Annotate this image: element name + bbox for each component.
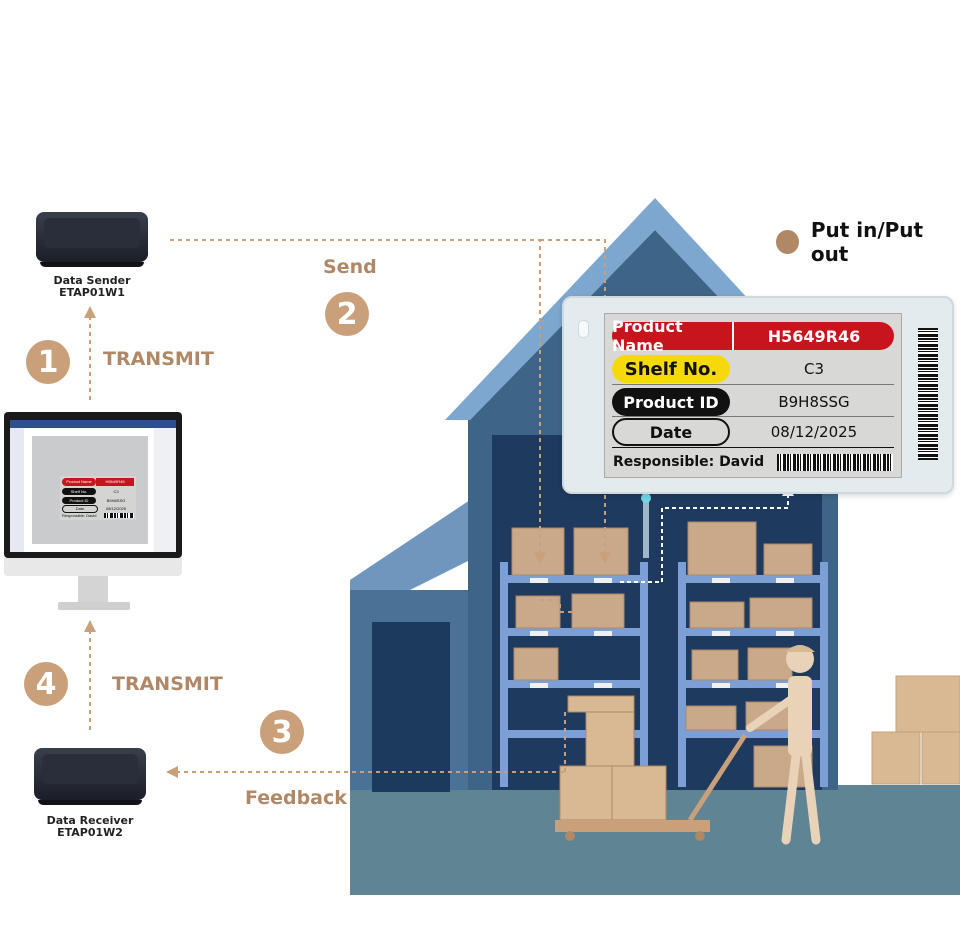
- mini-product-name-value: H5649R46: [96, 478, 134, 486]
- legend-label: Put in/Put out: [810, 218, 924, 266]
- shelf-tags: [530, 578, 794, 688]
- tag-screen: Product Name H5649R46 Shelf No. C3 Produ…: [604, 313, 902, 478]
- tag-row-divider: [732, 322, 734, 350]
- shelf-left: [500, 562, 648, 787]
- tag-row-date: Date 08/12/2025: [612, 418, 894, 446]
- computer-monitor: Product Name H5649R46 Shelf No. C3 Produ…: [4, 412, 182, 612]
- step-4-label: TRANSMIT: [112, 673, 223, 695]
- tag-feedback-line: [620, 494, 789, 583]
- side-building-door: [372, 622, 450, 792]
- tag-barcode-horizontal: [777, 454, 893, 471]
- shelf-no-value: C3: [803, 360, 825, 378]
- tag-row-shelf: Shelf No. C3: [612, 355, 894, 383]
- step-1-label: TRANSMIT: [103, 348, 214, 370]
- product-name-value: H5649R46: [767, 326, 861, 346]
- mini-product-name-label: Product Name: [62, 478, 96, 486]
- data-sender-name: Data Sender: [53, 274, 131, 287]
- tag-row-product-name: Product Name H5649R46: [612, 317, 894, 355]
- monitor-stand: [58, 602, 130, 610]
- data-receiver-device: [34, 748, 146, 806]
- pallet-jack-handle: [687, 733, 748, 822]
- tag-row-product-name-bg: [612, 322, 894, 350]
- mini-barcode: [104, 513, 134, 518]
- step-2-label: Send: [323, 256, 377, 278]
- data-sender-label: Data Sender ETAP01W1: [22, 275, 162, 299]
- mini-responsible: Responsible: David: [62, 513, 97, 518]
- step-4-badge: 4: [24, 662, 68, 706]
- monitor-screen: Product Name H5649R46 Shelf No. C3 Produ…: [10, 420, 176, 552]
- screen-toolbar: [10, 420, 176, 428]
- flow-arrowheads: [84, 306, 611, 778]
- step-1-badge: 1: [26, 340, 70, 384]
- product-id-value: B9H8SSG: [778, 393, 850, 411]
- tag-barcode-vertical: [918, 328, 938, 460]
- data-sender-model: ETAP01W1: [59, 286, 125, 299]
- mini-date-label: Date: [62, 505, 98, 513]
- outside-boxes: [871, 675, 960, 785]
- screen-panel: [154, 428, 176, 552]
- tag-indicator-light: [578, 320, 589, 338]
- shelf-no-label: Shelf No.: [612, 355, 730, 383]
- data-receiver-model: ETAP01W2: [57, 826, 123, 839]
- gateway-antenna: [643, 500, 649, 558]
- data-sender-device: [36, 212, 148, 268]
- monitor-neck: [78, 576, 108, 602]
- step-3-badge: 3: [260, 710, 304, 754]
- pallet-boxes: [559, 695, 667, 821]
- tag-divider-1: [612, 384, 894, 385]
- step-3-label: Feedback: [245, 787, 347, 809]
- date-label: Date: [612, 418, 730, 446]
- worker-figure: [746, 645, 821, 845]
- tag-divider-3: [612, 447, 894, 448]
- screen-tag-preview: Product Name H5649R46 Shelf No. C3 Produ…: [60, 476, 136, 520]
- legend-dot: [776, 230, 799, 254]
- electronic-shelf-label: Product Name H5649R46 Shelf No. C3 Produ…: [562, 296, 954, 494]
- monitor-chin: [4, 558, 182, 576]
- mini-date-value: 08/12/2025: [105, 506, 127, 511]
- tag-row-product-id: Product ID B9H8SSG: [612, 388, 894, 416]
- step-2-badge: 2: [325, 292, 369, 336]
- legend: Put in/Put out: [776, 218, 960, 266]
- mini-product-id-label: Product ID: [62, 497, 96, 504]
- responsible-text: Responsible: David: [613, 454, 765, 470]
- data-receiver-name: Data Receiver: [46, 814, 134, 827]
- shelf-right: [678, 562, 828, 787]
- mini-shelf-label: Shelf No.: [62, 488, 96, 495]
- screen-sidebar: [10, 428, 24, 552]
- pallet: [555, 820, 710, 832]
- mini-product-id-value: B9H8SSG: [106, 498, 126, 503]
- date-value: 08/12/2025: [770, 423, 858, 441]
- data-receiver-label: Data Receiver ETAP01W2: [20, 815, 160, 839]
- product-id-label: Product ID: [612, 388, 730, 416]
- tag-divider-2: [612, 416, 894, 417]
- product-name-label: Product Name: [612, 317, 683, 355]
- mini-shelf-value: C3: [113, 489, 119, 494]
